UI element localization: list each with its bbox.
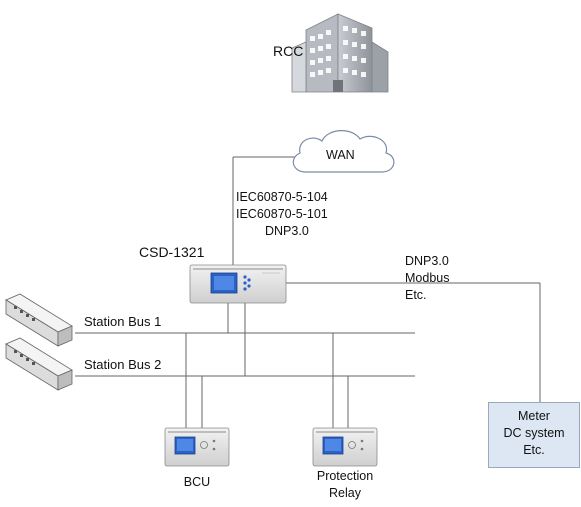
gateway-label: CSD-1321 — [139, 244, 205, 260]
connection-lines — [75, 156, 541, 428]
field-protocol-dnp3: DNP3.0 — [405, 254, 449, 268]
switch-icon-1 — [5, 293, 73, 347]
field-protocol-etc: Etc. — [405, 288, 427, 302]
protocol-dnp3: DNP3.0 — [265, 224, 309, 238]
protocol-iec101: IEC60870-5-101 — [236, 207, 328, 221]
protection-relay-label-line-1: Protection — [316, 469, 374, 483]
field-protocol-list: DNP3.0 Modbus Etc. — [405, 253, 449, 304]
cloud-icon — [292, 130, 395, 173]
protection-relay-label-line-2: Relay — [329, 486, 361, 500]
wan-label: WAN — [326, 148, 355, 162]
bcu-device-icon — [164, 427, 230, 467]
gateway-device-icon — [189, 264, 287, 304]
meter-box-line-1: Meter — [518, 409, 550, 423]
meter-box-line-2: DC system — [503, 426, 565, 440]
meter-box-line-3: Etc. — [523, 443, 545, 457]
protection-relay-label: Protection Relay — [300, 468, 390, 502]
bcu-label: BCU — [183, 475, 211, 489]
station-bus-1-label: Station Bus 1 — [84, 314, 162, 329]
building-icon — [291, 13, 389, 93]
upstream-protocol-list: IEC60870-5-104 IEC60870-5-101 DNP3.0 — [236, 189, 328, 240]
protection-relay-device-icon — [312, 427, 378, 467]
switch-icon-2 — [5, 337, 73, 391]
protocol-iec104: IEC60870-5-104 — [236, 190, 328, 204]
meter-dc-system-box: Meter DC system Etc. — [488, 402, 580, 468]
rcc-label: RCC — [273, 43, 304, 59]
station-bus-2-label: Station Bus 2 — [84, 357, 162, 372]
field-protocol-modbus: Modbus — [405, 271, 450, 285]
